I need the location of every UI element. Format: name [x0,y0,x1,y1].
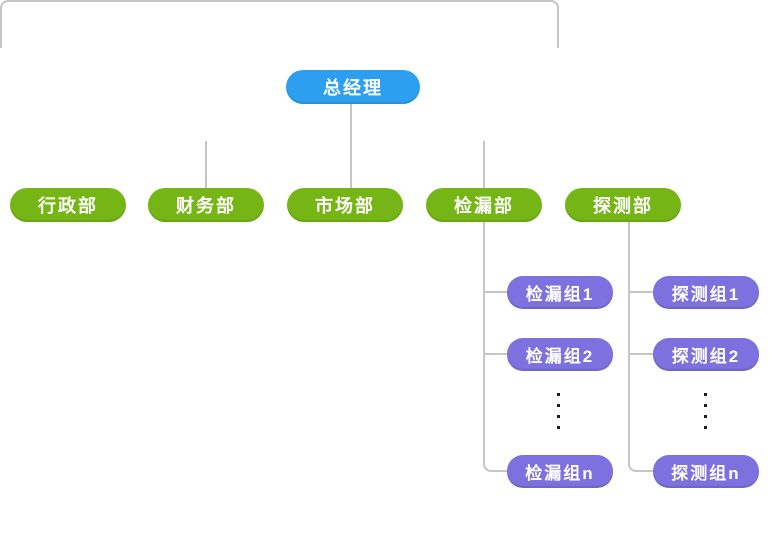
ellipsis-dot [704,426,707,429]
ellipsis-dot [557,426,560,429]
connector-drop-leak [483,141,485,188]
org-node-leak-detection-dept[interactable]: 检漏部 [426,188,542,222]
org-node-leak-group-n[interactable]: 检漏组n [507,455,613,488]
connector-drop-finance [205,141,207,188]
ellipsis-dot [557,393,560,396]
connector-detect-subtree [628,222,653,472]
org-node-leak-group-1[interactable]: 检漏组1 [507,276,613,309]
org-node-leak-group-2[interactable]: 检漏组2 [507,338,613,371]
org-node-probe-dept[interactable]: 探测部 [565,188,681,222]
vertical-ellipsis-leak [557,393,560,429]
org-node-probe-group-1[interactable]: 探测组1 [653,276,759,309]
ellipsis-dot [704,393,707,396]
connector-stub-leak-group1 [483,291,507,293]
ellipsis-dot [557,415,560,418]
connector-leak-subtree [483,222,507,472]
org-node-admin-dept[interactable]: 行政部 [10,188,126,222]
connector-stub-detect-group2 [628,353,653,355]
ellipsis-dot [557,404,560,407]
connector-stub-leak-group2 [483,353,507,355]
connector-root-stem [350,104,352,188]
ellipsis-dot [704,415,707,418]
ellipsis-dot [704,404,707,407]
connector-level1-bus [0,0,559,48]
vertical-ellipsis-detect [704,393,707,429]
org-node-marketing-dept[interactable]: 市场部 [287,188,403,222]
org-node-finance-dept[interactable]: 财务部 [148,188,264,222]
org-node-general-manager[interactable]: 总经理 [286,70,420,104]
connector-stub-detect-group1 [628,291,653,293]
org-node-probe-group-2[interactable]: 探测组2 [653,338,759,371]
org-node-probe-group-n[interactable]: 探测组n [653,455,759,488]
